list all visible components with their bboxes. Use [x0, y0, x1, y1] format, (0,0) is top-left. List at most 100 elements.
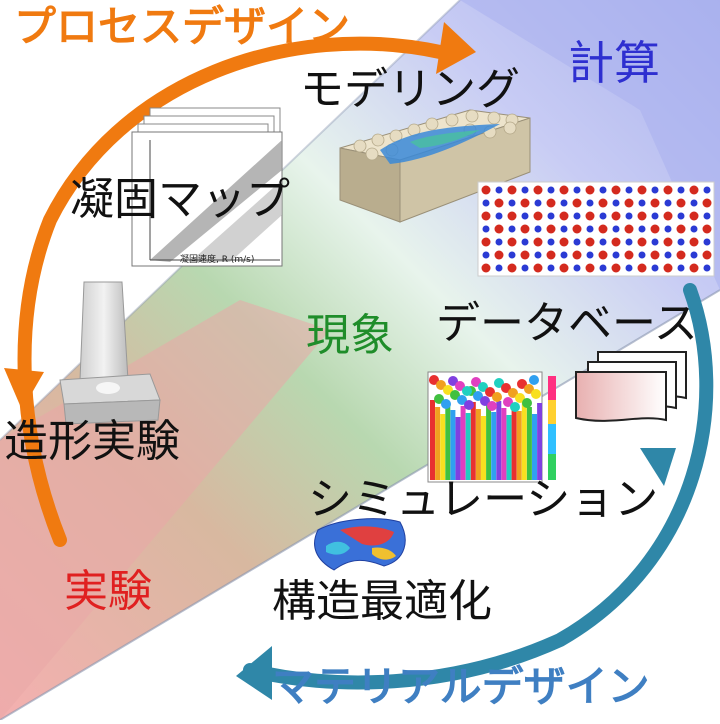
lattice-atom	[520, 198, 530, 208]
lattice-atom	[598, 198, 608, 208]
grain-column	[532, 414, 537, 480]
grain-cell	[457, 395, 467, 405]
process-design-arrow	[17, 36, 447, 547]
lattice-atom	[481, 237, 491, 247]
grain-column	[430, 400, 435, 480]
lattice-atom	[611, 211, 621, 221]
grain-column	[465, 413, 471, 480]
lattice-atom	[547, 238, 555, 246]
lattice-atom	[638, 225, 646, 233]
grain-column	[511, 404, 517, 480]
lattice-atom	[495, 212, 503, 220]
lattice-atom	[677, 264, 685, 272]
grain-cell	[531, 389, 541, 399]
grain-cell	[429, 375, 439, 385]
lattice-atom	[559, 211, 569, 221]
lattice-atom	[573, 186, 581, 194]
lattice-atom	[507, 211, 517, 221]
lattice-atom	[494, 224, 504, 234]
lattice-atom	[676, 198, 686, 208]
lattice-atom	[547, 264, 555, 272]
material-design-arrow	[243, 283, 714, 690]
lattice-atom	[508, 225, 516, 233]
process-design-title: プロセスデザイン	[14, 2, 351, 51]
grain-cell	[522, 398, 532, 408]
lattice-atom	[585, 237, 595, 247]
material-design-title: マテリアルデザイン	[272, 662, 650, 711]
lattice-atom	[663, 263, 673, 273]
lattice-atom	[546, 198, 556, 208]
process-arrowhead-top	[436, 22, 476, 74]
lattice-atom	[664, 225, 672, 233]
lattice-atom	[650, 250, 660, 260]
grain-column	[450, 410, 456, 480]
lattice-atom	[585, 185, 595, 195]
lattice-atom	[598, 224, 608, 234]
lattice-atom	[533, 237, 543, 247]
lattice-atom	[573, 212, 581, 220]
lattice-atom	[507, 237, 517, 247]
grain-cell	[464, 400, 474, 410]
lattice-atom	[482, 251, 490, 259]
lattice-atom	[612, 251, 620, 259]
topology-optimization-label: 構造最適化	[272, 576, 492, 627]
grain-simulation-image	[427, 371, 556, 483]
lattice-atom	[690, 251, 698, 259]
lattice-atom	[625, 186, 633, 194]
lattice-atom	[637, 263, 647, 273]
lattice-atom	[599, 238, 607, 246]
lattice-atom	[494, 198, 504, 208]
experiment-label: 実験	[64, 566, 152, 617]
grain-cell	[462, 386, 472, 396]
lattice-atom	[611, 263, 621, 273]
lattice-atom	[599, 186, 607, 194]
lattice-atom	[599, 264, 607, 272]
grain-cell	[480, 396, 490, 406]
calculation-label: 計算	[568, 36, 660, 90]
grain-cell	[492, 392, 502, 402]
lattice-atom	[676, 224, 686, 234]
lattice-atom	[690, 225, 698, 233]
lattice-atom	[650, 224, 660, 234]
lattice-atom	[586, 251, 594, 259]
grain-column	[521, 400, 527, 480]
lattice-atom	[572, 250, 582, 260]
lattice-atom	[650, 198, 660, 208]
lattice-atom	[482, 199, 490, 207]
map-axis-label: 凝固速度, R (m/s)	[180, 253, 254, 265]
grain-column	[440, 414, 446, 480]
lattice-atom	[651, 238, 659, 246]
lattice-atom	[573, 264, 581, 272]
lattice-atom	[586, 225, 594, 233]
lattice-atom	[651, 186, 659, 194]
lattice-atom	[534, 199, 542, 207]
lattice-atom	[702, 224, 712, 234]
grain-column	[501, 408, 507, 480]
lattice-atom	[559, 263, 569, 273]
material-arrowhead-right	[640, 448, 676, 486]
topology-optimization-image	[314, 518, 406, 571]
lattice-atom	[585, 211, 595, 221]
lattice-atom	[637, 211, 647, 221]
lattice-atom	[547, 186, 555, 194]
build-experiment-part-image	[59, 281, 161, 425]
lattice-atom	[663, 185, 673, 195]
lattice-atom	[651, 264, 659, 272]
lattice-atom	[637, 185, 647, 195]
lattice-atom	[611, 185, 621, 195]
lattice-atom	[547, 212, 555, 220]
lattice-atom	[677, 238, 685, 246]
grain-cell	[503, 397, 513, 407]
lattice-atom	[585, 263, 595, 273]
grain-column	[455, 417, 461, 480]
phenomenon-label: 現象	[306, 310, 394, 361]
grain-cell	[478, 382, 488, 392]
grain-column	[491, 412, 497, 480]
lattice-atom	[690, 199, 698, 207]
grain-column	[526, 407, 532, 480]
grain-cell	[529, 375, 539, 385]
lattice-atom	[559, 185, 569, 195]
lattice-atom	[482, 225, 490, 233]
grain-cell	[517, 379, 527, 389]
lattice-atom	[520, 250, 530, 260]
